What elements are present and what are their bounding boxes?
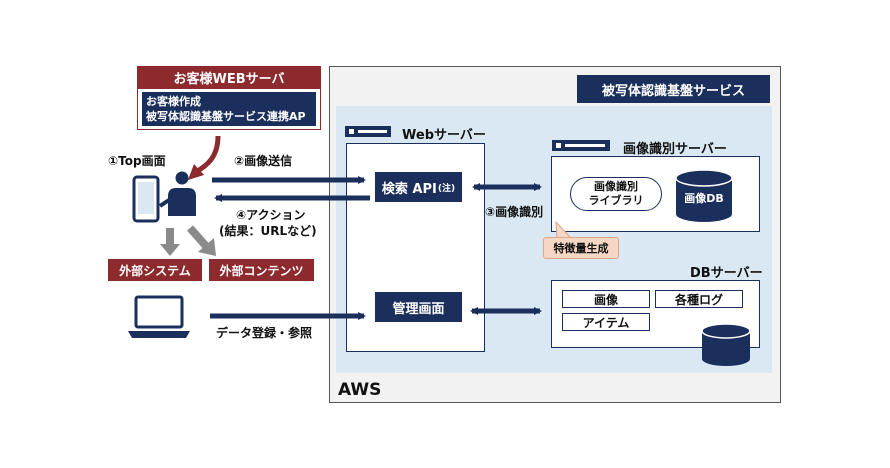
step2-label: ②画像送信 — [234, 154, 293, 168]
library-pill: 画像識別 ライブラリ — [570, 177, 662, 211]
library-line2: ライブラリ — [588, 194, 644, 207]
step3-label: ③画像識別 — [485, 205, 544, 219]
person-icon — [158, 171, 196, 216]
customer-server-app: お客様作成 被写体認識基盤サービス連携AP — [142, 92, 316, 126]
feature-callout: 特徴量生成 — [543, 237, 619, 259]
db-item-image: 画像 — [562, 290, 650, 308]
db-item-logs: 各種ログ — [655, 290, 743, 308]
db-server-title: DBサーバー — [690, 266, 763, 281]
smartphone-icon — [132, 175, 160, 223]
library-line1: 画像識別 — [594, 180, 638, 193]
step4-label-line1: ④アクション — [236, 208, 306, 222]
laptop-icon — [128, 295, 190, 338]
search-api-box: 検索 API (注) — [375, 172, 462, 202]
customer-to-user-arrow — [194, 135, 221, 175]
image-server-window-icon — [552, 140, 610, 151]
admin-screen-box: 管理画面 — [375, 292, 462, 322]
data-entry-label: データ登録・参照 — [216, 326, 313, 340]
external-system-box: 外部システム — [108, 259, 202, 281]
image-db-label: 画像DB — [684, 192, 724, 205]
image-server-title: 画像識別サーバー — [623, 142, 727, 157]
gray-arrow-to-contents — [187, 225, 216, 256]
customer-app-line1: お客様作成 — [146, 95, 201, 108]
aws-label: AWS — [338, 380, 382, 400]
step4-label-line2: (結果：URLなど) — [219, 224, 317, 238]
external-contents-box: 外部コンテンツ — [209, 259, 314, 281]
search-api-note: (注) — [437, 183, 456, 194]
customer-to-user-arrowhead — [188, 164, 204, 180]
search-api-label: 検索 API — [381, 181, 437, 197]
step1-label: ①Top画面 — [108, 154, 166, 168]
gray-arrow-to-system — [160, 228, 180, 256]
db-item-item: アイテム — [562, 313, 650, 331]
service-title: 被写体認識基盤サービス — [577, 75, 770, 103]
web-server-title: Webサーバー — [402, 128, 486, 143]
customer-server-title: お客様WEBサーバ — [137, 66, 321, 89]
web-server-window-icon — [345, 126, 391, 137]
customer-app-line2: 被写体認識基盤サービス連携AP — [146, 110, 306, 123]
